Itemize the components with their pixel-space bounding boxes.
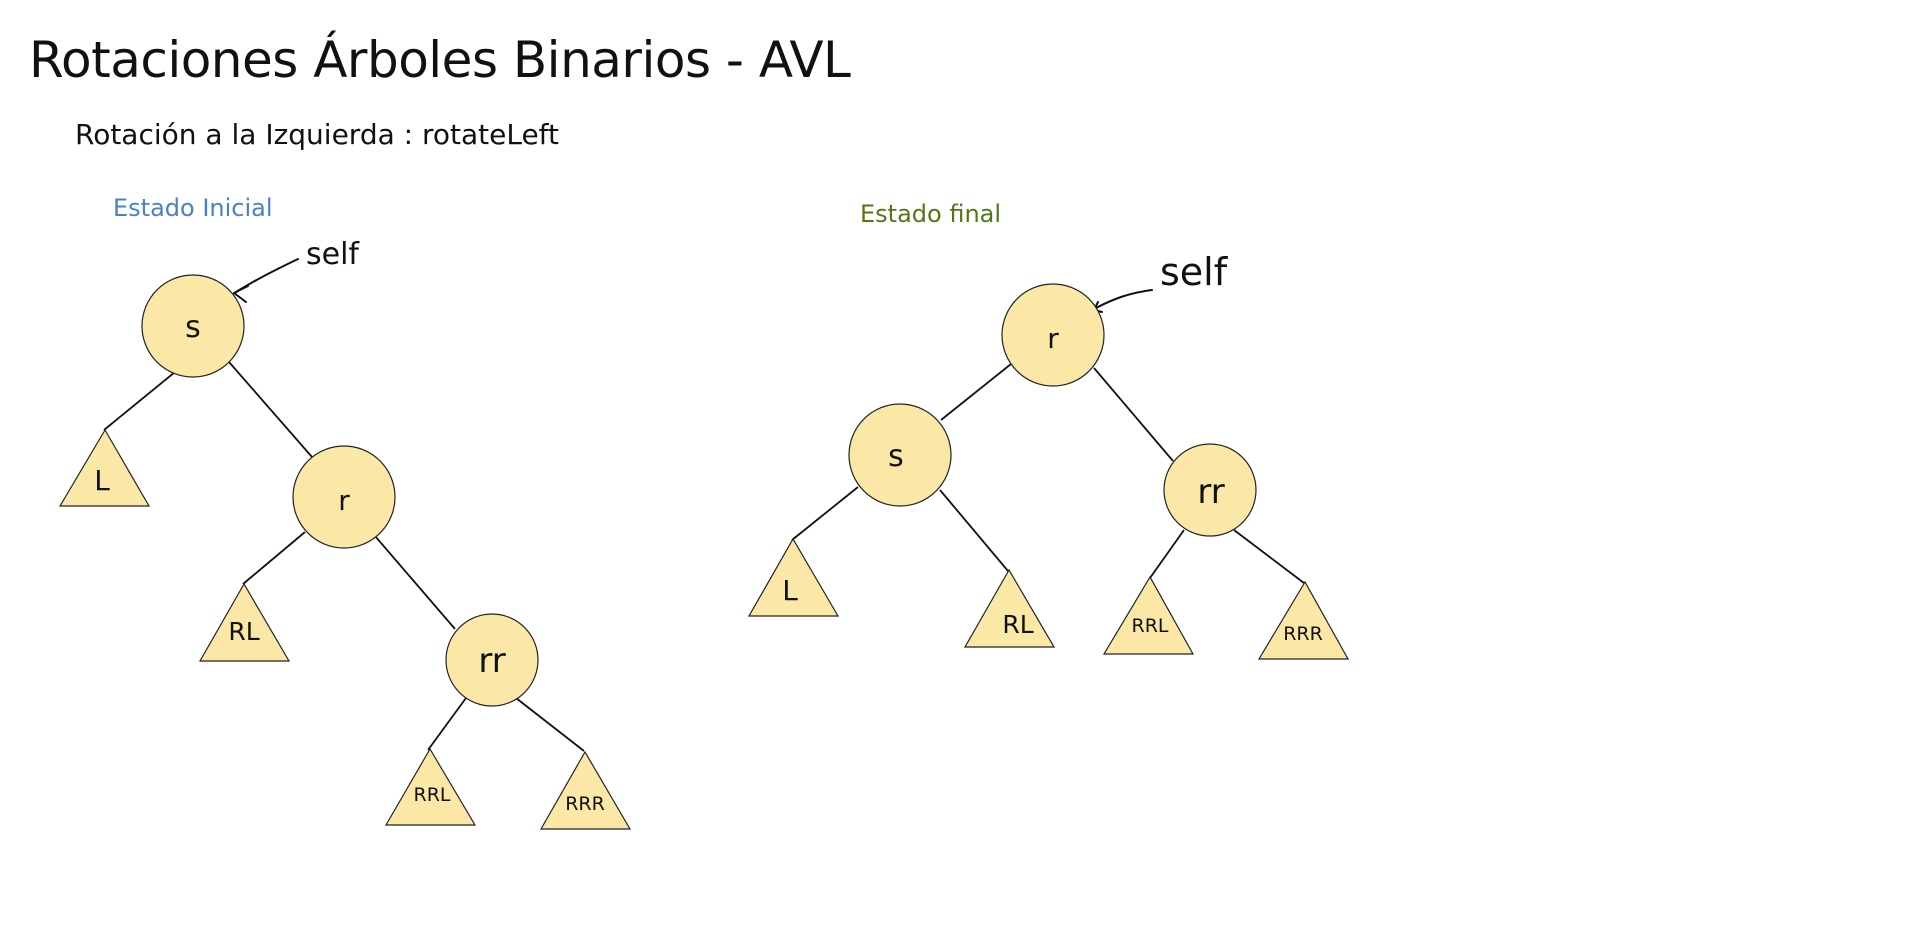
initial-subtree-RRR: RRR <box>539 750 632 830</box>
initial-node-r-label: r <box>338 484 350 517</box>
initial-edge-rr-RRR <box>515 697 585 752</box>
final-edge-rr-RRL <box>1149 529 1185 579</box>
initial-edge-s-r <box>228 361 313 458</box>
initial-edge-s-L <box>103 371 176 431</box>
final-node-s-label: s <box>888 439 904 474</box>
final-subtree-RRL: RRL <box>1102 575 1195 655</box>
final-subtree-RRL-label: RRL <box>1132 615 1169 637</box>
initial-self-arrowhead <box>233 285 249 303</box>
initial-node-s: s <box>141 274 245 378</box>
initial-node-s-label: s <box>185 310 201 345</box>
initial-edge-r-RL <box>242 531 306 585</box>
final-subtree-RRR: RRR <box>1257 580 1350 660</box>
final-edge-s-L <box>791 486 859 541</box>
final-subtree-L: L <box>747 537 840 617</box>
final-node-r-label: r <box>1047 322 1059 355</box>
initial-subtree-RL: RL <box>198 582 291 662</box>
final-subtree-RL-label: RL <box>1002 610 1033 639</box>
initial-subtree-RRL: RRL <box>384 747 477 826</box>
initial-subtree-L-label: L <box>94 464 110 497</box>
final-self-label: self <box>1160 250 1229 294</box>
page-title: Rotaciones Árboles Binarios - AVL <box>29 31 851 89</box>
initial-state-tree: Estado Inicial self s r rr L <box>58 194 632 830</box>
initial-node-rr: rr <box>445 613 539 707</box>
initial-self-label: self <box>306 237 360 272</box>
final-edge-s-RL <box>939 489 1009 572</box>
final-state-tree: Estado final self r s rr L <box>747 200 1350 660</box>
initial-state-label: Estado Inicial <box>113 194 273 222</box>
final-node-s: s <box>848 403 952 507</box>
final-edge-r-rr <box>1093 367 1174 462</box>
initial-subtree-L: L <box>58 428 151 507</box>
final-subtree-RL: RL <box>963 568 1056 648</box>
initial-node-rr-label: rr <box>478 641 505 681</box>
final-state-label: Estado final <box>860 200 1001 228</box>
final-edge-rr-RRR <box>1233 529 1305 584</box>
initial-subtree-RRR-label: RRR <box>565 793 605 815</box>
final-subtree-RRR-label: RRR <box>1283 623 1323 645</box>
final-node-rr: rr <box>1163 443 1257 537</box>
final-edge-r-s <box>940 363 1012 421</box>
final-self-arrow <box>1095 289 1153 309</box>
initial-node-r: r <box>292 445 396 549</box>
initial-edge-rr-RRL <box>427 697 467 751</box>
initial-subtree-RRL-label: RRL <box>414 784 451 806</box>
final-node-rr-label: rr <box>1197 472 1224 512</box>
final-subtree-L-label: L <box>782 574 798 607</box>
initial-subtree-RL-label: RL <box>228 617 259 646</box>
page-subtitle: Rotación a la Izquierda : rotateLeft <box>75 118 560 151</box>
initial-edge-r-rr <box>374 535 456 630</box>
final-node-r: r <box>1001 283 1105 387</box>
